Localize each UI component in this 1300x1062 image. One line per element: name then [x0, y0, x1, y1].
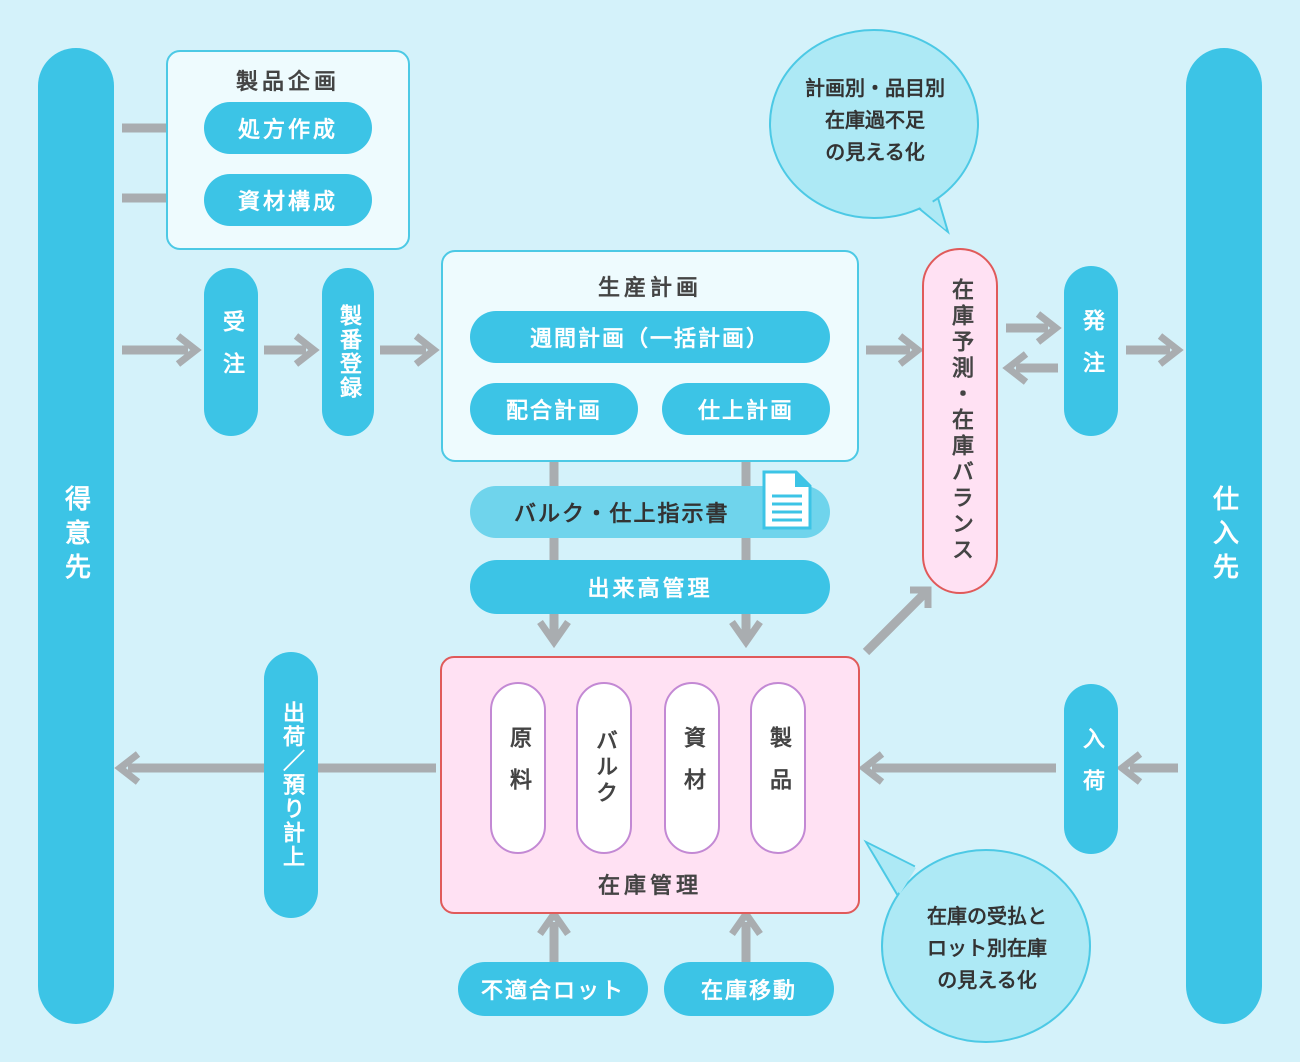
finish-plan-pill[interactable]: 仕上計画	[662, 383, 830, 435]
output-management-pill[interactable]: 出来高管理	[470, 560, 830, 614]
arrow-inventory-to-forecast	[862, 588, 930, 656]
order-pill[interactable]: 受注	[204, 268, 258, 436]
stock-material-label: 資材	[680, 726, 705, 810]
mix-plan-label: 配合計画	[505, 399, 602, 424]
forecast-label: 在庫予測・在庫バランス	[948, 278, 973, 564]
prescription-label: 処方作成	[237, 118, 338, 143]
nonconforming-pill[interactable]: 不適合ロット	[458, 962, 648, 1016]
supplier-column: 仕入先	[1186, 48, 1262, 1024]
stock-bulk[interactable]: バルク	[576, 682, 632, 854]
transfer-pill[interactable]: 在庫移動	[664, 962, 834, 1016]
bubble-bottom-text: 在庫の受払と ロット別在庫 の見える化	[884, 900, 1090, 996]
output-management-label: 出来高管理	[587, 577, 713, 602]
shipping-pill[interactable]: 出荷／預り計上	[264, 652, 318, 918]
bubble-bottom-line-3: の見える化	[937, 968, 1037, 992]
customer-label: 得意先	[60, 485, 91, 587]
stock-bulk-label: バルク	[592, 729, 617, 807]
bubble-top-line-3: の見える化	[825, 140, 925, 164]
bubble-top-text: 計画別・品目別 在庫過不足 の見える化	[772, 72, 978, 168]
receiving-pill[interactable]: 入荷	[1064, 684, 1118, 854]
weekly-plan-pill[interactable]: 週間計画（一括計画）	[470, 311, 830, 363]
mix-plan-pill[interactable]: 配合計画	[470, 383, 638, 435]
product-planning-title: 製品企画	[235, 70, 340, 95]
stock-raw[interactable]: 原料	[490, 682, 546, 854]
bubble-top-line-1: 計画別・品目別	[805, 76, 945, 100]
inventory-title: 在庫管理	[597, 874, 702, 899]
purchase-order-label: 発注	[1079, 309, 1104, 393]
bubble-bottom-line-1: 在庫の受払と	[927, 904, 1047, 928]
customer-column: 得意先	[38, 48, 114, 1024]
supplier-label: 仕入先	[1208, 485, 1239, 587]
stock-material[interactable]: 資材	[664, 682, 720, 854]
stock-product[interactable]: 製品	[750, 682, 806, 854]
nonconforming-label: 不適合ロット	[480, 979, 625, 1004]
prescription-pill[interactable]: 処方作成	[204, 102, 372, 154]
bubble-top-line-2: 在庫過不足	[825, 108, 925, 132]
material-config-pill[interactable]: 資材構成	[204, 174, 372, 226]
purchase-order-pill[interactable]: 発注	[1064, 266, 1118, 436]
register-label: 製番登録	[336, 304, 361, 400]
stock-product-label: 製品	[766, 726, 791, 810]
forecast-pill[interactable]: 在庫予測・在庫バランス	[922, 248, 998, 594]
stock-raw-label: 原料	[506, 726, 531, 810]
finish-plan-label: 仕上計画	[697, 399, 794, 424]
transfer-label: 在庫移動	[700, 979, 797, 1004]
production-plan-title: 生産計画	[597, 276, 702, 301]
weekly-plan-label: 週間計画（一括計画）	[529, 327, 770, 352]
bubble-bottom-line-2: ロット別在庫	[927, 936, 1047, 960]
order-label: 受注	[219, 310, 244, 394]
instruction-label: バルク・仕上指示書	[514, 502, 730, 527]
shipping-label: 出荷／預り計上	[279, 701, 304, 869]
material-config-label: 資材構成	[237, 190, 338, 215]
receiving-label: 入荷	[1079, 727, 1104, 811]
document-icon	[762, 470, 812, 530]
bubble-bottom	[863, 839, 1091, 1043]
bubble-top	[769, 29, 979, 235]
register-pill[interactable]: 製番登録	[322, 268, 374, 436]
